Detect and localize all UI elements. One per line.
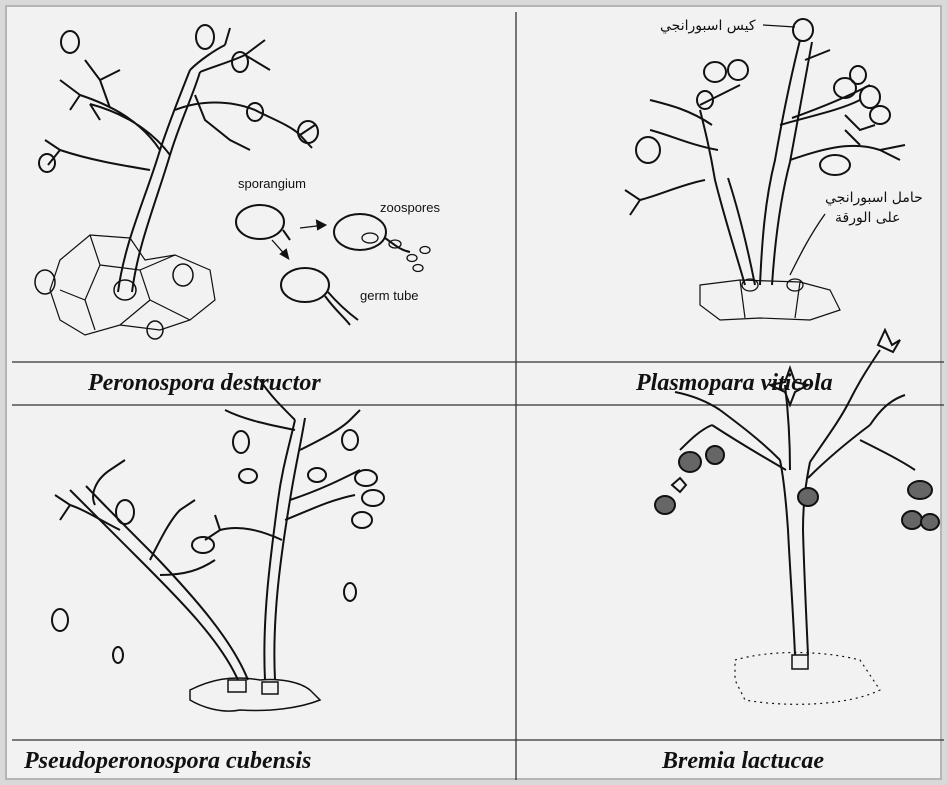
zoospores-label: zoospores xyxy=(380,200,440,215)
caption-pseudoperonospora-cubensis: Pseudoperonospora cubensis xyxy=(24,748,311,775)
arabic-sporangiophore-label-line1: حامل اسبورانجي xyxy=(825,190,923,206)
arabic-sporangium-label: كيس اسبورانجي xyxy=(660,18,756,34)
sporangium-label: sporangium xyxy=(238,176,306,191)
caption-plasmopara-viticola: Plasmopara viticola xyxy=(636,370,833,397)
arabic-sporangiophore-label-line2: على الورقة xyxy=(835,210,900,226)
germ-tube-label: germ tube xyxy=(360,288,419,303)
caption-bremia-lactucae: Bremia lactucae xyxy=(662,748,824,775)
caption-peronospora-destructor: Peronospora destructor xyxy=(88,370,321,397)
